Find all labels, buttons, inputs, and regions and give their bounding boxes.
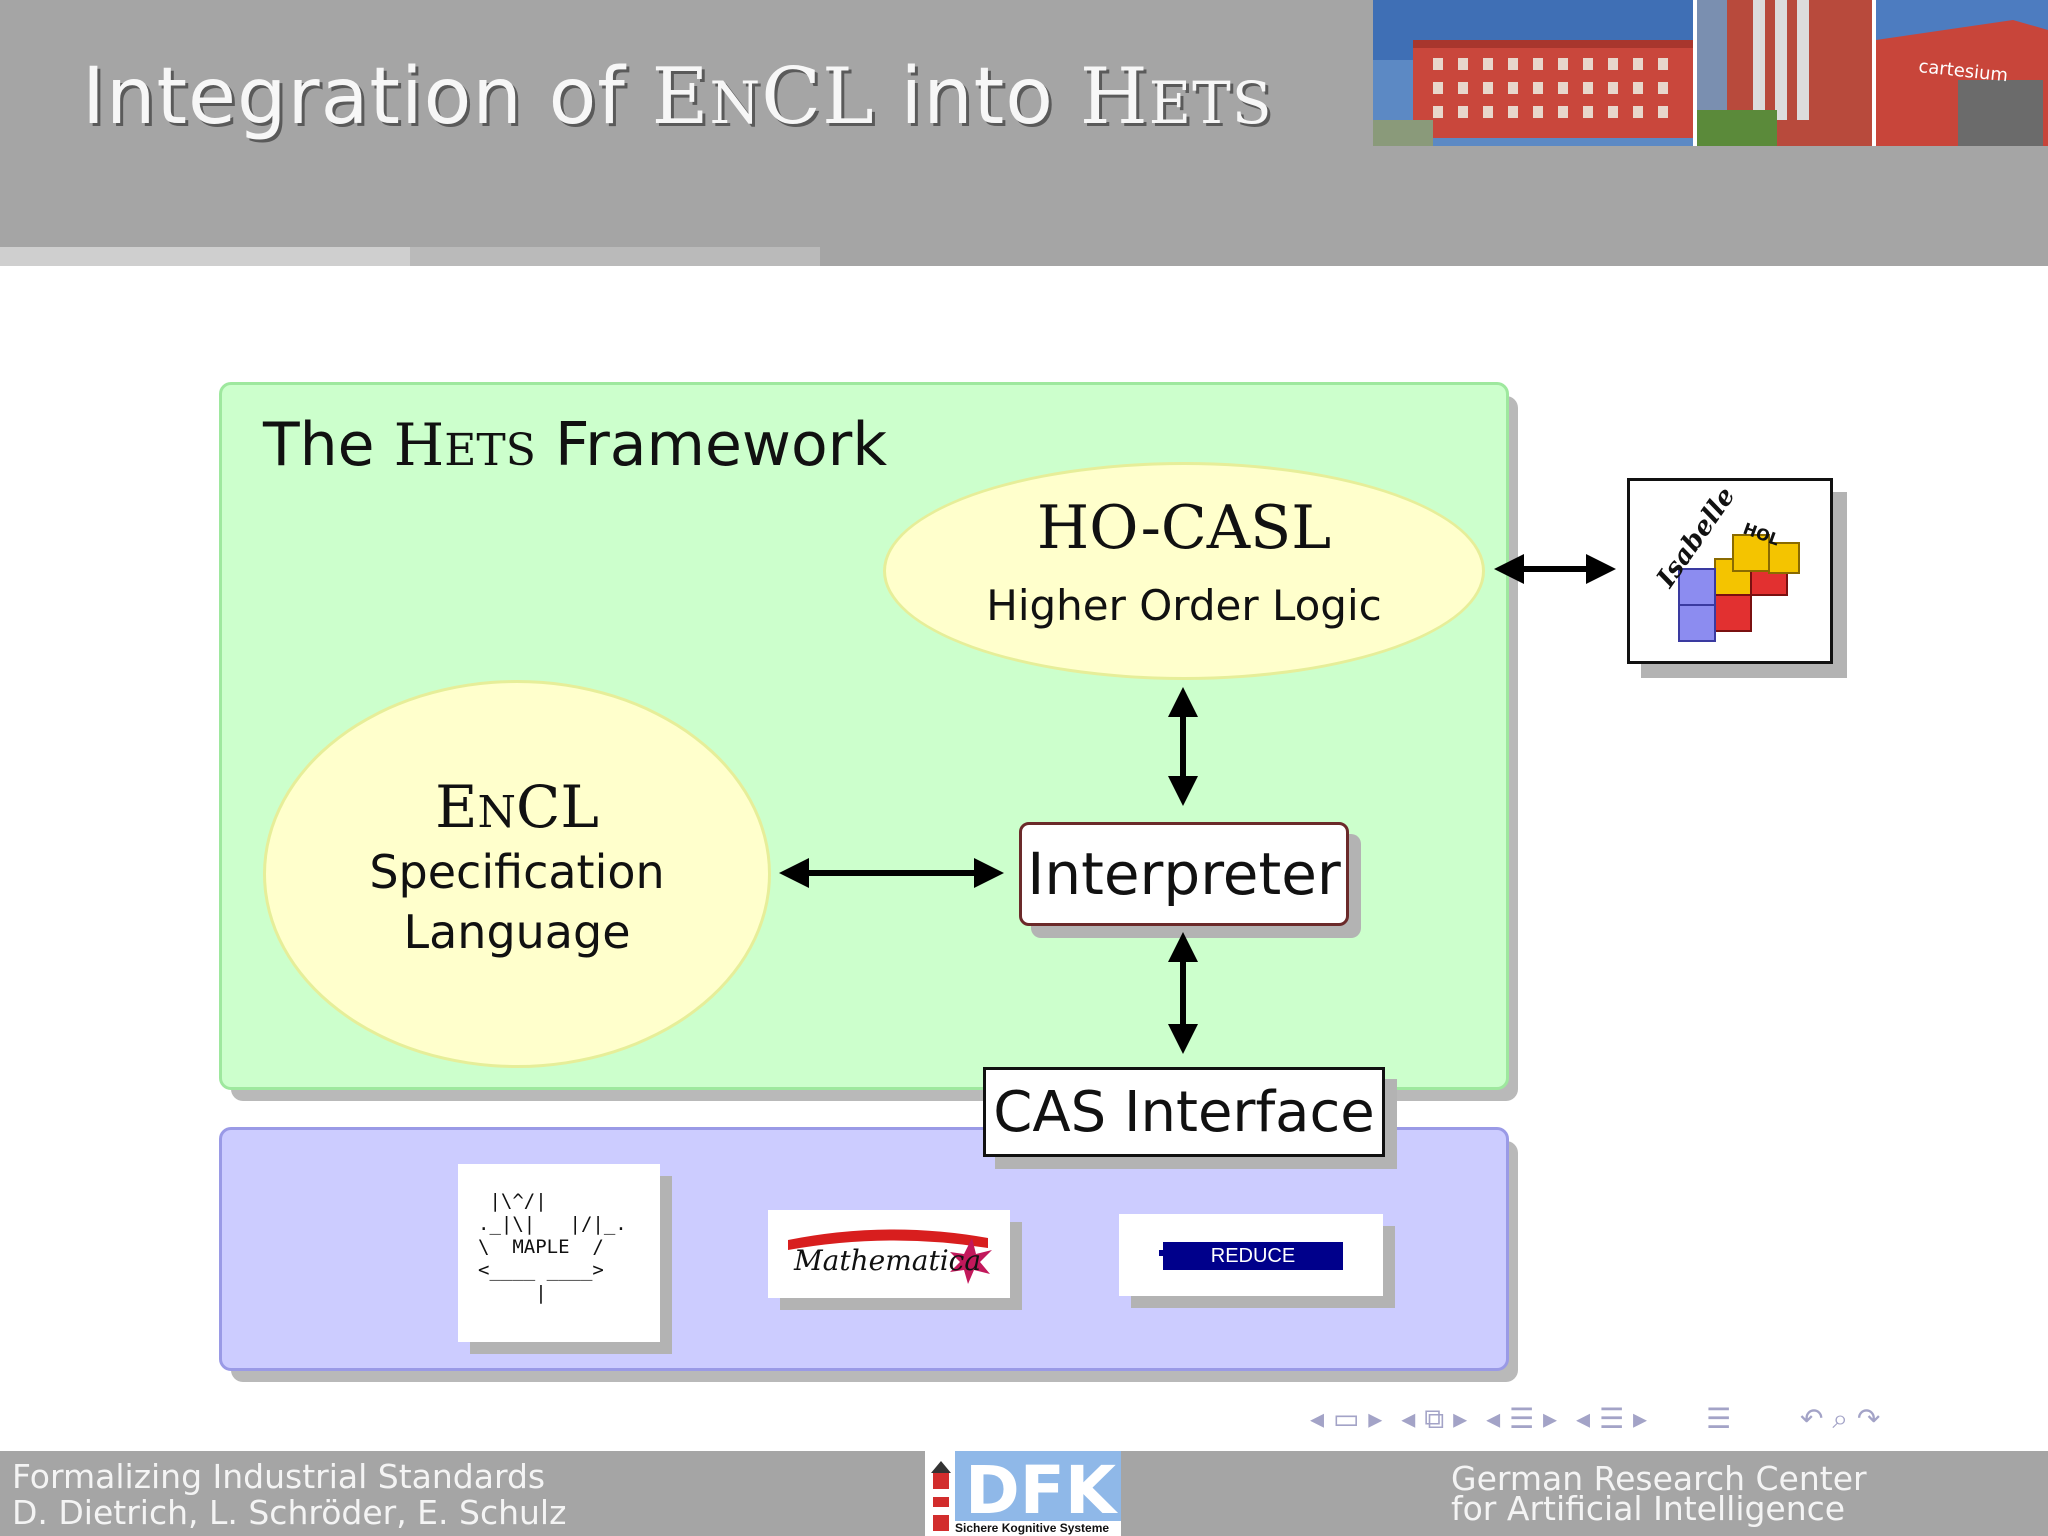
cas-interface-box: CAS Interface [983, 1067, 1385, 1157]
slide-title: Integration of ENCL into HETS [82, 52, 1273, 142]
mathematica-label: Mathematica [794, 1244, 982, 1277]
footer-institution-line2: for Artificial Intelligence [1451, 1489, 1846, 1528]
mathematica-swoosh-icon [788, 1229, 992, 1284]
header-progress-strip [0, 247, 410, 266]
maple-logo: |\^/| ._|\| |/|_. \ MAPLE / <____ ____> … [458, 1164, 660, 1342]
cas-interface-label: CAS Interface [993, 1079, 1375, 1145]
reduce-label-bar: REDUCE [1163, 1242, 1343, 1270]
reduce-label: REDUCE [1210, 1244, 1296, 1267]
encl-title: ENCL [435, 773, 599, 841]
interpreter-label: Interpreter [1027, 840, 1341, 908]
framework-title: The HETS Framework [263, 410, 888, 480]
encl-subtitle-line2: Language [403, 905, 631, 959]
nav-subsection-icon[interactable]: ◂ ⧉ ▸ [1401, 1402, 1468, 1435]
footer-talk-title: Formalizing Industrial Standards [12, 1457, 546, 1496]
header-progress-strip [410, 247, 820, 266]
nav-section-icon[interactable]: ◂ ☰ ▸ [1486, 1402, 1558, 1435]
footer-institution-line1: German Research Center [1451, 1459, 1867, 1498]
slide-header: Integration of ENCL into HETS cartesium [0, 0, 2048, 266]
nav-undo-search-redo-icon[interactable]: ↶ ⌕ ↷ [1799, 1402, 1881, 1435]
encl-subtitle-line1: Specification [369, 845, 665, 899]
ho-casl-title: HO-CASL [1036, 493, 1332, 563]
isabelle-cube-icon: Isabelle HOL [1651, 482, 1800, 642]
nav-frame-back-icon[interactable]: ◂ ▭ ▸ [1310, 1402, 1383, 1435]
mathematica-logo: Mathematica [768, 1210, 1010, 1298]
encl-ellipse: ENCL Specification Language [263, 680, 771, 1068]
nav-toc-icon[interactable]: ☰ [1705, 1402, 1732, 1435]
ho-casl-subtitle: Higher Order Logic [986, 581, 1382, 630]
reduce-logo: REDUCE [1119, 1214, 1383, 1296]
nav-section-forward-icon[interactable]: ◂ ☰ ▸ [1576, 1402, 1648, 1435]
svg-text:DFKI: DFKI [965, 1452, 1121, 1529]
interpreter-box: Interpreter [1019, 822, 1349, 926]
dfki-logo: DFKI [925, 1451, 1121, 1536]
maple-ascii-art: |\^/| ._|\| |/|_. \ MAPLE / <____ ____> … [478, 1190, 627, 1304]
footer-authors: D. Dietrich, L. Schröder, E. Schulz [12, 1493, 567, 1532]
isabelle-logo-box: Isabelle HOL [1627, 478, 1833, 664]
dfki-caption: Sichere Kognitive Systeme [955, 1521, 1110, 1535]
slide-footer: Formalizing Industrial Standards D. Diet… [0, 1451, 2048, 1536]
ho-casl-ellipse: HO-CASL Higher Order Logic [883, 462, 1485, 680]
beamer-navigation: ◂ ▭ ▸ ◂ ⧉ ▸ ◂ ☰ ▸ ◂ ☰ ▸ ☰ ↶ ⌕ ↷ [1310, 1402, 1890, 1438]
building-photo: cartesium [1373, 0, 2048, 146]
